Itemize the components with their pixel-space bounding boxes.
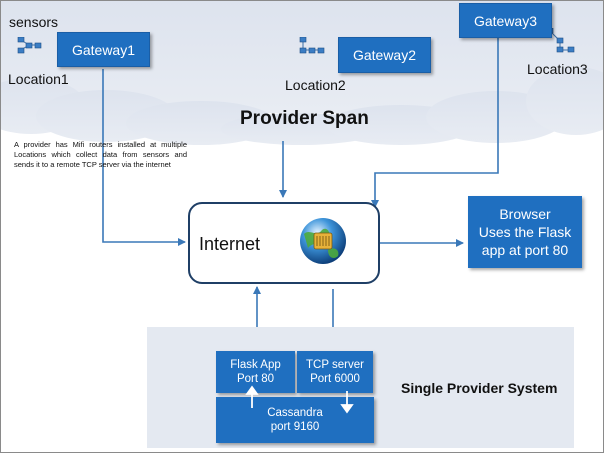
browser-title: Browser bbox=[499, 206, 551, 222]
browser-desc-line2: app at port 80 bbox=[481, 242, 569, 258]
internet-box: Internet bbox=[188, 202, 380, 284]
description-text: A provider has Mifi routers installed at… bbox=[14, 140, 187, 169]
flask-app-title: Flask App bbox=[230, 359, 281, 371]
sensor-network-icon bbox=[299, 37, 325, 54]
gateway2-label: Gateway2 bbox=[352, 47, 417, 63]
tcp-server-port: Port 6000 bbox=[310, 373, 360, 385]
cassandra-port: port 9160 bbox=[270, 421, 320, 433]
flask-app-box: Flask App Port 80 bbox=[216, 351, 295, 393]
sensor-network-icon bbox=[17, 37, 42, 54]
sensor-network-icon bbox=[546, 28, 575, 53]
gateway3-label: Gateway3 bbox=[473, 12, 538, 29]
internet-label: Internet bbox=[199, 234, 261, 254]
location3-label: Location3 bbox=[527, 61, 588, 77]
tcp-server-title: TCP server bbox=[306, 359, 364, 371]
location1-label: Location1 bbox=[8, 71, 69, 87]
cassandra-title: Cassandra bbox=[267, 407, 323, 419]
arrow-gateway1-internet bbox=[102, 69, 186, 246]
single-provider-system-label: Single Provider System bbox=[401, 380, 558, 396]
arrow-gateway3-internet bbox=[371, 38, 499, 208]
browser-box: Browser Uses the Flask app at port 80 bbox=[468, 196, 582, 268]
flask-app-port: Port 80 bbox=[236, 373, 275, 385]
browser-desc-line1: Uses the Flask bbox=[478, 224, 572, 240]
tcp-server-box: TCP server Port 6000 bbox=[297, 351, 373, 393]
provider-span-title: Provider Span bbox=[240, 108, 369, 129]
globe-network-icon bbox=[300, 218, 346, 264]
location2-label: Location2 bbox=[285, 77, 346, 93]
gateway2-box: Gateway2 bbox=[338, 37, 431, 73]
sensors-label: sensors bbox=[9, 14, 59, 30]
gateway3-box: Gateway3 bbox=[459, 3, 552, 38]
gateway1-label: Gateway1 bbox=[71, 41, 136, 58]
gateway1-box: Gateway1 bbox=[57, 32, 150, 67]
